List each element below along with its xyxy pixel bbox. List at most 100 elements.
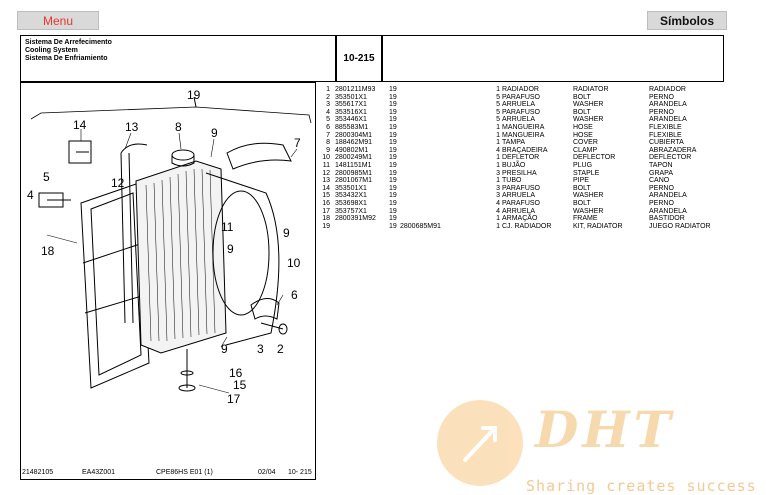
callout-label: 11: [221, 220, 234, 234]
section-title-es: Sistema De Enfriamiento: [25, 55, 108, 62]
parts-cell-es: GRAPA: [649, 169, 673, 177]
watermark-tagline: Sharing creates success: [526, 477, 757, 495]
parts-cell-num: 353432X1: [335, 192, 367, 200]
parts-cell-q1: 19: [389, 146, 397, 154]
parts-cell-q2: 1: [496, 131, 500, 139]
parts-cell-en: PLUG: [573, 161, 593, 169]
parts-cell-en: KIT, RADIATOR: [573, 222, 623, 230]
parts-cell-es: CUBIERTA: [649, 139, 684, 147]
parts-cell-q1: 19: [389, 192, 397, 200]
parts-cell-q2: 1: [496, 215, 500, 223]
parts-cell-num: 885583M1: [335, 123, 369, 131]
parts-cell-q1: 19: [389, 199, 397, 207]
footer-model: CPE86HS E01 (1): [156, 469, 213, 476]
parts-cell-pos: 5: [326, 116, 330, 124]
parts-cell-q1: 19: [389, 215, 397, 223]
parts-cell-es: ARANDELA: [649, 207, 687, 215]
parts-cell-num: 490802M1: [335, 146, 369, 154]
parts-cell-q2: 3: [496, 184, 500, 192]
parts-cell-num: 188462M91: [335, 139, 372, 147]
parts-cell-q1: 19: [389, 222, 397, 230]
parts-cell-pt: PARAFUSO: [502, 184, 540, 192]
parts-cell-pt: RADIADOR: [502, 86, 539, 93]
parts-cell-en: BOLT: [573, 199, 591, 207]
callout-label: 18: [41, 244, 55, 258]
watermark-logo: DHT: [535, 400, 675, 459]
footer-doc-number: 21482105: [22, 469, 54, 476]
parts-cell-es: ARANDELA: [649, 192, 687, 200]
callout-label: 6: [291, 288, 298, 302]
parts-cell-num: 2800391M92: [335, 215, 376, 223]
parts-cell-q2: 1: [496, 123, 500, 131]
callout-label: 14: [73, 118, 87, 132]
parts-cell-q1: 19: [389, 131, 397, 139]
callout-label: 7: [294, 136, 301, 150]
parts-cell-num: 353501X1: [335, 184, 367, 192]
parts-cell-pos: 13: [322, 177, 330, 185]
parts-cell-q1: 19: [389, 207, 397, 215]
parts-cell-q1: 19: [389, 139, 397, 147]
parts-cell-pos: 14: [322, 184, 330, 192]
parts-cell-pos: 16: [322, 199, 330, 207]
parts-cell-num: 2800985M1: [335, 169, 372, 177]
callout-label: 4: [27, 188, 34, 202]
parts-cell-q2: 1: [496, 86, 500, 93]
symbols-button[interactable]: Símbolos: [647, 11, 727, 30]
parts-cell-q2: 5: [496, 101, 500, 109]
parts-cell-num: 1481151M1: [335, 161, 372, 169]
parts-cell-en: DEFLECTOR: [573, 154, 616, 162]
parts-cell-pt: PARAFUSO: [502, 108, 540, 116]
parts-cell-num: 2801211M93: [335, 86, 376, 93]
parts-cell-pos: 18: [322, 215, 330, 223]
parts-cell-pos: 1: [326, 86, 330, 93]
menu-button[interactable]: Menu: [17, 11, 99, 30]
parts-cell-es: BASTIDOR: [649, 215, 685, 223]
parts-cell-es: ARANDELA: [649, 116, 687, 124]
parts-cell-num: 355617X1: [335, 101, 367, 109]
parts-cell-pos: 9: [326, 146, 330, 154]
parts-cell-en: RADIATOR: [573, 86, 609, 93]
parts-cell-en: FRAME: [573, 215, 598, 223]
parts-cell-pt: MANGUEIRA: [502, 131, 545, 139]
callout-label: 15: [233, 378, 247, 392]
parts-cell-en: BOLT: [573, 184, 591, 192]
parts-cell-pt: ARRUELA: [502, 207, 536, 215]
parts-cell-q2: 3: [496, 169, 500, 177]
parts-cell-num: 353698X1: [335, 199, 367, 207]
parts-cell-es: RADIADOR: [649, 86, 686, 93]
parts-cell-num: 2800249M1: [335, 154, 372, 162]
parts-cell-pt: MANGUEIRA: [502, 123, 545, 131]
parts-cell-q2: 4: [496, 199, 500, 207]
parts-cell-pt: CJ. RADIADOR: [502, 222, 552, 230]
parts-cell-q1: 19: [389, 123, 397, 131]
parts-cell-alt: 2800685M91: [400, 222, 441, 230]
parts-cell-pos: 17: [322, 207, 330, 215]
parts-cell-pos: 12: [322, 169, 330, 177]
parts-cell-num: 353501X1: [335, 93, 367, 101]
parts-cell-q1: 19: [389, 161, 397, 169]
callout-label: 13: [125, 120, 139, 134]
parts-cell-pt: PARAFUSO: [502, 199, 540, 207]
parts-cell-pos: 7: [326, 131, 330, 139]
parts-cell-en: WASHER: [573, 101, 604, 109]
parts-cell-en: HOSE: [573, 131, 593, 139]
